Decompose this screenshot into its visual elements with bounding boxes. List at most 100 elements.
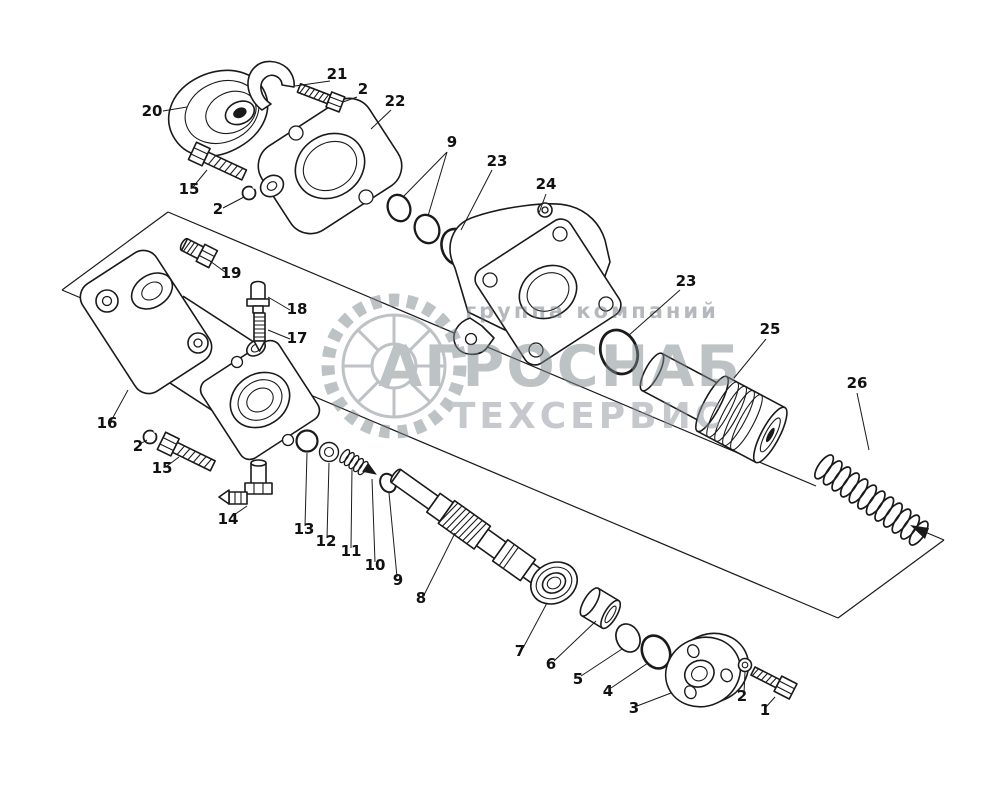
callout-13: 13 bbox=[294, 520, 315, 538]
leader-line bbox=[166, 456, 180, 467]
part-o-ring-rear bbox=[598, 328, 640, 376]
leader-line bbox=[522, 602, 548, 649]
leader-line bbox=[423, 532, 456, 596]
part-piston bbox=[639, 352, 788, 464]
callout-20: 20 bbox=[142, 102, 163, 120]
leader-line bbox=[636, 692, 672, 707]
guide-line bbox=[924, 531, 945, 541]
part-bushing bbox=[579, 587, 622, 630]
leader-line bbox=[267, 329, 291, 340]
callout-14: 14 bbox=[218, 510, 239, 528]
part-spring bbox=[813, 454, 929, 546]
leader-line bbox=[192, 169, 208, 188]
leader-lines bbox=[110, 80, 870, 708]
part-elbow-fitting bbox=[218, 459, 273, 505]
callout-17: 17 bbox=[287, 329, 308, 347]
callout-3: 3 bbox=[629, 699, 639, 717]
part-mounting-flange bbox=[257, 97, 403, 235]
guide-line bbox=[167, 211, 817, 487]
leader-line bbox=[460, 169, 493, 231]
part-spring-small bbox=[339, 448, 369, 476]
callout-6: 6 bbox=[546, 655, 556, 673]
callout-2-bottom-washer: 2 bbox=[737, 687, 747, 705]
leader-line bbox=[553, 620, 597, 662]
callout-4: 4 bbox=[603, 682, 613, 700]
leader-line bbox=[856, 392, 870, 451]
leader-line bbox=[267, 296, 291, 311]
leader-line bbox=[342, 96, 358, 103]
part-plug bbox=[179, 237, 219, 269]
part-bleeder-valve bbox=[253, 312, 266, 352]
leader-line bbox=[765, 696, 776, 708]
leader-line bbox=[110, 389, 129, 422]
leader-line bbox=[370, 109, 392, 130]
callout-19: 19 bbox=[221, 264, 242, 282]
callout-12: 12 bbox=[316, 532, 337, 550]
part-bolt-1 bbox=[750, 666, 798, 700]
watermark-line2: АГРОСНАБ bbox=[378, 334, 742, 400]
part-lock-washer-upper bbox=[241, 184, 257, 201]
part-o-ring-4 bbox=[640, 634, 672, 670]
leader-line bbox=[326, 462, 330, 539]
leader-line bbox=[162, 106, 188, 112]
guide-line bbox=[61, 211, 169, 291]
callout-24: 24 bbox=[536, 175, 557, 193]
leader-line bbox=[304, 452, 308, 527]
part-bracket bbox=[247, 60, 295, 111]
callout-7: 7 bbox=[515, 642, 525, 660]
callout-1: 1 bbox=[760, 701, 770, 719]
part-valve-body bbox=[79, 249, 321, 461]
part-housing bbox=[449, 202, 622, 366]
leader-line bbox=[733, 338, 767, 379]
callout-11: 11 bbox=[341, 542, 362, 560]
part-end-cap bbox=[664, 632, 750, 708]
callout-25: 25 bbox=[760, 320, 781, 338]
leader-line bbox=[294, 80, 331, 87]
callout-22: 22 bbox=[385, 92, 406, 110]
callout-8: 8 bbox=[416, 589, 426, 607]
callout-15-upper: 15 bbox=[179, 180, 200, 198]
callout-15-lower: 15 bbox=[152, 459, 173, 477]
leader-line bbox=[627, 289, 681, 337]
callout-9-upper: 9 bbox=[447, 133, 457, 151]
part-bracket-bolt bbox=[296, 82, 346, 113]
part-o-rings-small bbox=[386, 193, 441, 245]
watermark-line1: группа компаний bbox=[465, 299, 719, 323]
part-spool-shaft bbox=[389, 468, 553, 591]
leader-line bbox=[580, 648, 623, 677]
leader-line bbox=[350, 467, 353, 549]
callout-5: 5 bbox=[573, 670, 583, 688]
part-cap-fitting bbox=[246, 280, 270, 314]
leader-line bbox=[427, 151, 448, 217]
callout-2-upper-washer: 2 bbox=[213, 200, 223, 218]
callout-16: 16 bbox=[97, 414, 118, 432]
part-washer-bottom bbox=[737, 657, 753, 673]
leader-line bbox=[209, 260, 226, 273]
leader-line bbox=[371, 478, 376, 563]
part-lock-washer-mid bbox=[142, 428, 158, 445]
callout-21: 21 bbox=[327, 65, 348, 83]
part-bearing bbox=[530, 561, 578, 605]
callout-9-mid: 9 bbox=[393, 571, 403, 589]
guide-line bbox=[837, 539, 945, 619]
part-poppet bbox=[362, 462, 377, 475]
part-bolt-upper bbox=[187, 141, 248, 181]
watermark: группа компаний АГРОСНАБ ТЕХСЕРВИС bbox=[321, 293, 742, 439]
leader-line bbox=[230, 505, 248, 518]
leader-line bbox=[222, 196, 245, 209]
callout-18: 18 bbox=[287, 300, 308, 318]
watermark-line3: ТЕХСЕРВИС bbox=[451, 396, 725, 437]
part-snap-ring bbox=[615, 623, 641, 653]
part-o-ring-13 bbox=[295, 429, 319, 453]
leader-line bbox=[388, 492, 398, 578]
callout-23-rear: 23 bbox=[676, 272, 697, 290]
callout-2-bracket-bolt: 2 bbox=[358, 80, 368, 98]
gear-logo-icon bbox=[321, 293, 467, 439]
part-protective-boot bbox=[167, 69, 269, 158]
leader-line bbox=[402, 151, 448, 198]
callout-labels: 20 21 2 22 15 2 9 23 24 23 25 26 19 18 1… bbox=[97, 65, 868, 719]
leader-line bbox=[610, 662, 649, 689]
leader-line bbox=[743, 671, 746, 694]
